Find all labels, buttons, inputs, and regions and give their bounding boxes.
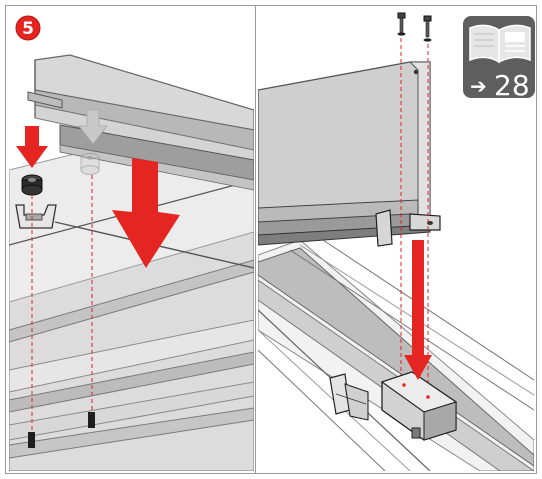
step-number: 5 xyxy=(22,19,34,39)
manual-book-icon xyxy=(469,24,531,64)
reference-page-number: 28 xyxy=(494,69,530,102)
reference-badge: ➔ 28 xyxy=(463,16,535,102)
step-number-badge: 5 xyxy=(15,15,41,41)
red-arrow-down-small xyxy=(16,126,48,168)
nut-faded-icon xyxy=(80,153,100,175)
nut-icon xyxy=(21,174,43,196)
door-bracket xyxy=(375,209,441,247)
floor-pin-left xyxy=(28,432,35,448)
floor-guide-clip xyxy=(380,371,458,441)
right-install-view xyxy=(258,12,534,471)
red-arrow-down-long xyxy=(404,240,432,380)
screw-icon xyxy=(397,12,406,36)
rail-stopper xyxy=(329,373,369,421)
gray-arrow-down xyxy=(78,109,108,145)
left-install-view xyxy=(9,54,254,471)
red-arrow-down-large xyxy=(112,158,180,268)
reference-arrow-icon: ➔ xyxy=(470,74,487,98)
floor-pin-right xyxy=(88,412,95,428)
screw-icon xyxy=(423,15,432,42)
